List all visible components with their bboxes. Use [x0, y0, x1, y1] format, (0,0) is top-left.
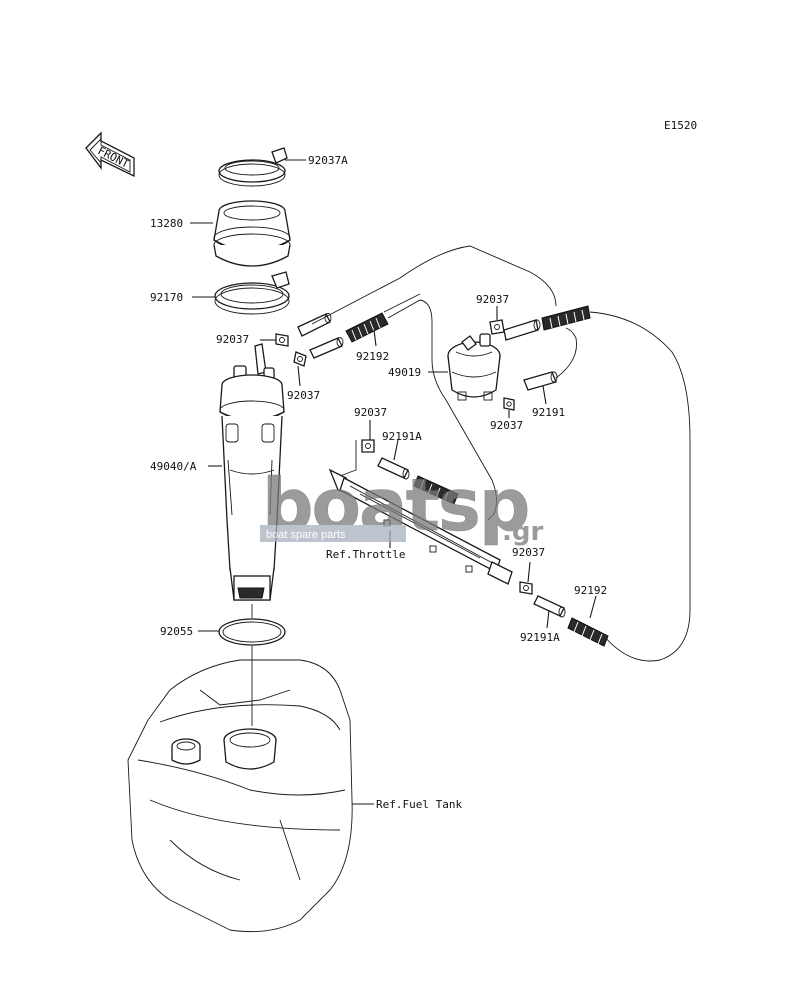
- fuel-tank-ref: [127, 659, 353, 933]
- hose-clamp-92037A: [218, 147, 288, 187]
- o-ring-92055: [218, 618, 286, 646]
- label-92191A-top: 92191A: [382, 430, 422, 443]
- hose-protector-center: [413, 475, 459, 505]
- clip-92037-right: [519, 581, 533, 595]
- hose-protector-92192-top: [345, 312, 389, 343]
- label-ref-throttle: Ref.Throttle: [326, 548, 405, 561]
- hose-92191A-top: [377, 457, 410, 480]
- label-92192-right: 92192: [574, 584, 607, 597]
- label-92037A: 92037A: [308, 154, 348, 167]
- hose-short-upper: [297, 313, 332, 337]
- clip-92037-filter-top: [489, 319, 505, 335]
- label-92037-left: 92037: [216, 333, 249, 346]
- label-92037-center: 92037: [354, 406, 387, 419]
- fuel-hose-upper-route: [311, 245, 557, 325]
- label-92037-mid: 92037: [287, 389, 320, 402]
- clip-92037-mid: [293, 351, 307, 367]
- diagram-code: E1520: [664, 119, 697, 132]
- label-92191A-bottom: 92191A: [520, 631, 560, 644]
- clip-92037-filter-bottom: [503, 397, 515, 411]
- label-92170: 92170: [150, 291, 183, 304]
- hose-92191A-bottom: [533, 595, 566, 618]
- label-92037-right: 92037: [512, 546, 545, 559]
- watermark-tagline: boat spare parts: [266, 529, 346, 541]
- label-ref-fuel-tank: Ref.Fuel Tank: [376, 798, 462, 811]
- label-49019: 49019: [388, 366, 421, 379]
- throttle-body-ref: [328, 440, 513, 585]
- label-13280: 13280: [150, 217, 183, 230]
- rubber-coupling-13280: [213, 200, 291, 267]
- label-49040A: 49040/A: [150, 460, 197, 473]
- clip-92037-center: [361, 439, 375, 453]
- hose-filter-upper: [503, 319, 541, 341]
- watermark-suffix: .gr: [502, 517, 543, 547]
- label-92037-filter-top: 92037: [476, 293, 509, 306]
- label-92191: 92191: [532, 406, 565, 419]
- front-arrow-icon: FRONT: [85, 131, 135, 178]
- hose-protector-92192-right: [567, 617, 609, 647]
- clip-92037-left: [275, 333, 289, 347]
- fuel-filter-49019: [447, 333, 501, 401]
- hose-short-lower: [309, 337, 344, 359]
- boatsp-watermark-logo: boatsp .gr boat spare parts: [260, 463, 543, 547]
- hose-protector-filter: [541, 305, 591, 331]
- hose-92191: [523, 371, 558, 391]
- label-92055: 92055: [160, 625, 193, 638]
- fuel-hose-right-loop: [589, 311, 691, 662]
- label-92037-filter-bottom: 92037: [490, 419, 523, 432]
- label-92192-top: 92192: [356, 350, 389, 363]
- hose-clamp-92170: [214, 271, 290, 315]
